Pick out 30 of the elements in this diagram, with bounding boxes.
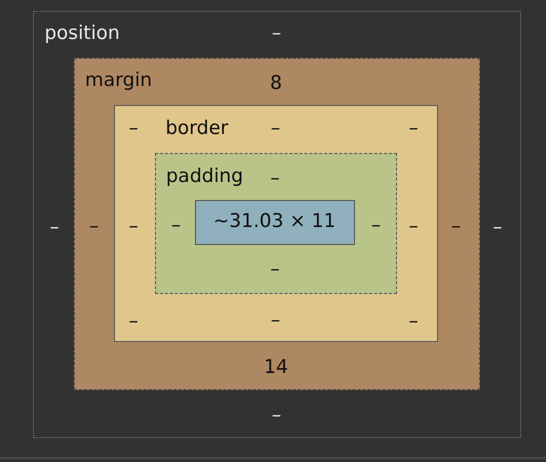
content-size-label: ~31.03 × 11 [213, 210, 336, 232]
radius-value: – [128, 118, 138, 140]
radius-value: – [128, 310, 138, 332]
padding-value: – [270, 259, 280, 281]
padding-label: padding [166, 166, 244, 188]
position-box [33, 11, 521, 438]
border-value: – [270, 310, 280, 332]
margin-value: – [89, 216, 99, 238]
margin-value: 8 [270, 73, 282, 95]
position-value: – [272, 404, 282, 426]
margin-box [74, 58, 480, 390]
content-box [195, 200, 355, 245]
radius-value: – [408, 310, 418, 332]
margin-value: 14 [264, 357, 288, 379]
padding-box [154, 152, 396, 294]
margin-value: – [451, 216, 461, 238]
padding-value: – [171, 215, 181, 237]
border-value: – [408, 216, 418, 238]
position-value: – [492, 216, 502, 238]
padding-value: – [371, 215, 381, 237]
border-value: – [270, 118, 280, 140]
border-label: border [166, 118, 228, 140]
position-label: position [44, 22, 120, 44]
position-value: – [272, 22, 282, 44]
margin-label: margin [85, 70, 152, 92]
position-value: – [50, 216, 60, 238]
padding-value: – [270, 168, 280, 190]
border-value: – [128, 216, 138, 238]
radius-value: – [408, 118, 418, 140]
border-box [114, 105, 438, 342]
